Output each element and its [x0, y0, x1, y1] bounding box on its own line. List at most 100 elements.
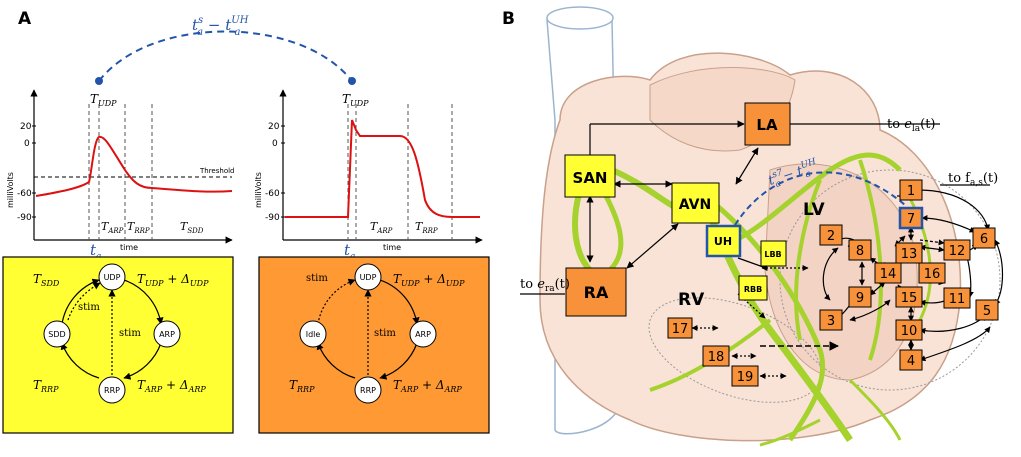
left-node-sdd: SDD — [48, 330, 65, 339]
panel-b-label: B — [502, 9, 515, 29]
segment-6: 6 — [972, 227, 996, 249]
segment-16: 16 — [918, 262, 946, 284]
to-ela-label: to ela(t) — [887, 117, 936, 134]
segment-3: 3 — [819, 309, 843, 331]
right-ytick-20: 20 — [268, 122, 280, 132]
segment-19: 19 — [731, 365, 759, 387]
node-lbb-label: LBB — [764, 250, 781, 259]
svg-text:2: 2 — [827, 229, 835, 244]
node-la-label: LA — [756, 116, 778, 134]
svg-text:18: 18 — [708, 350, 725, 365]
right-ytick-0: 0 — [272, 139, 278, 149]
node-rbb-label: RBB — [744, 285, 762, 294]
svg-text:3: 3 — [827, 314, 835, 329]
left-ap-curve — [35, 135, 233, 197]
segment-15: 15 — [895, 286, 923, 308]
node-rbb: RBB — [738, 275, 768, 301]
delay-label-b: ts7a − tUHa — [766, 157, 821, 192]
svg-text:5: 5 — [983, 304, 991, 319]
svg-text:16: 16 — [924, 267, 941, 282]
left-edge-trrp: TRRP — [33, 378, 59, 394]
right-node-idle: Idle — [306, 330, 321, 339]
left-stim-2: stim — [119, 328, 141, 339]
segment-12: 12 — [943, 239, 971, 261]
right-phase-arp: TARP — [370, 220, 393, 235]
left-node-rrp: RRP — [104, 386, 120, 395]
segment-7: 7 — [898, 206, 924, 230]
left-stim-1: stim — [78, 302, 100, 313]
segment-14: 14 — [874, 262, 902, 284]
left-ap-plot: TUDP 20 0 -60 -90 milliVolts Threshold T… — [6, 89, 235, 262]
left-node-udp: UDP — [104, 273, 121, 282]
svg-text:9: 9 — [856, 291, 864, 306]
node-san: SAN — [564, 154, 616, 198]
svg-text:17: 17 — [672, 322, 689, 337]
svg-text:6: 6 — [980, 232, 988, 247]
label-rv: RV — [678, 290, 705, 310]
right-edge-tarp: TARP + ΔARP — [393, 378, 462, 394]
left-edge-tarp: TARP + ΔARP — [137, 378, 206, 394]
to-fas-label: to fa,s(t) — [948, 171, 998, 188]
node-avn-label: AVN — [679, 197, 711, 213]
svg-text:8: 8 — [856, 244, 864, 259]
left-ytick-m60: -60 — [17, 189, 32, 199]
left-state-machine: UDP ARP RRP SDD stim stim TSDD TUDP + ΔU… — [2, 256, 234, 434]
node-ra-label: RA — [584, 283, 609, 302]
segment-8: 8 — [848, 239, 872, 261]
left-phase-arp: TARP — [101, 220, 124, 235]
node-lbb: LBB — [760, 240, 787, 267]
svg-text:7: 7 — [907, 212, 915, 227]
threshold-label: Threshold — [199, 167, 235, 175]
node-uh-label: UH — [714, 235, 732, 248]
panel-a-label: A — [18, 9, 32, 29]
right-ylabel: milliVolts — [254, 172, 263, 208]
right-stim-2: stim — [374, 328, 396, 339]
left-phase-sdd: TSDD — [180, 220, 204, 235]
left-ylabel: milliVolts — [6, 172, 15, 208]
right-node-udp: UDP — [360, 273, 377, 282]
to-era-label: to era(t) — [520, 277, 570, 294]
left-edge-tudp: TUDP + ΔUDP — [137, 272, 209, 288]
node-san-label: SAN — [573, 169, 608, 187]
label-lv: LV — [803, 200, 825, 220]
svg-text:4: 4 — [907, 354, 915, 369]
left-xlabel: time — [120, 243, 138, 252]
right-edge-tudp: TUDP + ΔUDP — [393, 272, 465, 288]
left-edge-tsdd: TSDD — [33, 272, 60, 288]
delay-arc — [98, 30, 353, 82]
svg-text:13: 13 — [901, 247, 918, 262]
left-ytick-20: 20 — [20, 122, 32, 132]
svg-text:15: 15 — [901, 291, 918, 306]
right-ap-plot: TUDP 20 0 -60 -90 milliVolts TARP TRRP t… — [254, 89, 483, 262]
right-xlabel: time — [383, 243, 401, 252]
right-state-machine: UDP ARP RRP Idle stim stim TUDP + ΔUDP T… — [258, 256, 490, 434]
right-node-rrp: RRP — [360, 386, 376, 395]
dot-left-tudp — [95, 77, 103, 85]
right-tudp-label: TUDP — [342, 92, 369, 108]
node-avn: AVN — [671, 182, 720, 224]
segment-2: 2 — [819, 224, 843, 246]
segment-10: 10 — [895, 319, 923, 341]
svg-text:19: 19 — [737, 370, 754, 385]
right-stim-1: stim — [306, 273, 328, 284]
segment-9: 9 — [848, 286, 872, 308]
svg-text:1: 1 — [907, 184, 915, 199]
left-tudp-label: TUDP — [90, 92, 117, 108]
delay-arc-b — [734, 171, 906, 226]
segment-5: 5 — [975, 299, 999, 321]
left-node-arp: ARP — [159, 330, 175, 339]
segment-17: 17 — [667, 317, 693, 339]
segment-4: 4 — [899, 349, 923, 371]
segment-13: 13 — [895, 242, 923, 264]
right-ap-curve — [285, 119, 480, 218]
segment-1: 1 — [899, 179, 923, 201]
right-ytick-m90: -90 — [265, 213, 280, 223]
node-la: LA — [744, 102, 791, 146]
node-ra: RA — [565, 267, 627, 317]
svg-text:10: 10 — [901, 324, 918, 339]
right-node-arp: ARP — [415, 330, 431, 339]
segment-18: 18 — [702, 345, 730, 367]
left-ytick-m90: -90 — [17, 213, 32, 223]
